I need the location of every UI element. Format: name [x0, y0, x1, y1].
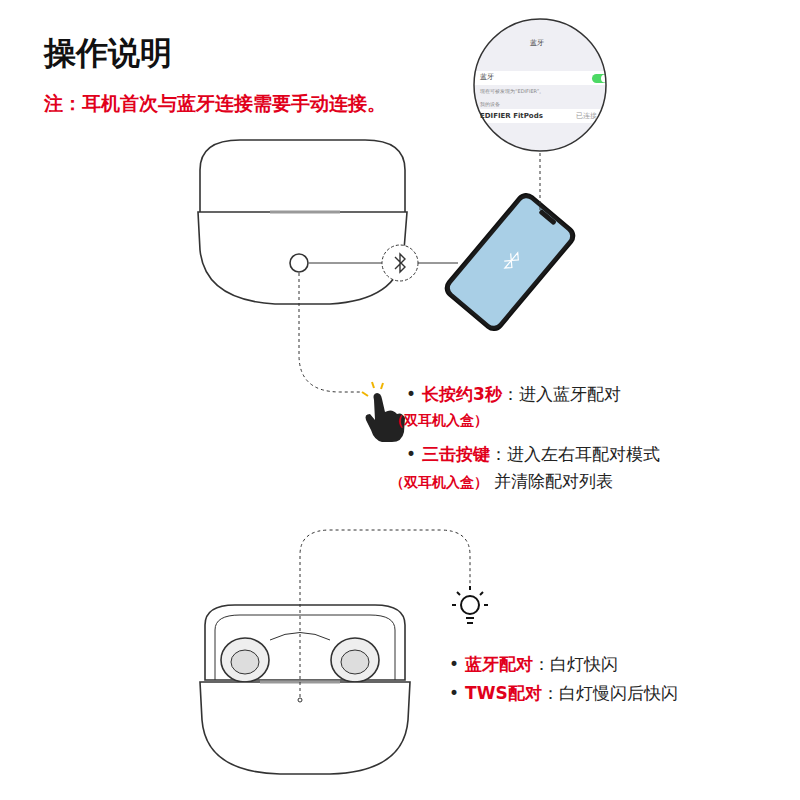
- screen-text: 我的设备: [480, 100, 500, 109]
- earbud-left: [221, 638, 269, 682]
- screen-text: 蓝牙: [530, 39, 544, 48]
- instruction-line: （双耳机入盒）: [390, 409, 488, 431]
- bluetooth-symbol: [382, 245, 418, 281]
- light-icon: [452, 586, 488, 623]
- instruction-line: • TWS配对：白灯慢闪后快闪: [449, 682, 678, 704]
- instruction-text: •: [449, 683, 459, 703]
- instruction-text: ：白灯快闪: [533, 654, 618, 674]
- instruction-text: TWS配对: [465, 683, 542, 703]
- instruction-text: ：白灯慢闪后快闪: [542, 683, 678, 703]
- instruction-text: 长按约3秒: [422, 384, 502, 404]
- instruction-text: 并清除配对列表: [494, 471, 613, 491]
- instruction-text: ：进入左右耳配对模式: [490, 444, 660, 464]
- instruction-line: 注：耳机首次与蓝牙连接需要手动连接。: [44, 92, 386, 114]
- case-lid: [200, 140, 405, 215]
- instruction-line: • 三击按键：进入左右耳配对模式: [406, 443, 660, 465]
- zoom-circle: 蓝牙蓝牙现在可被发现为“EDIFIER”。我的设备EDIFIER FitPods…: [472, 17, 608, 153]
- screen-text: EDIFIER FitPods: [480, 112, 543, 121]
- screen-text: 现在可被发现为“EDIFIER”。: [480, 87, 544, 96]
- button: [290, 254, 308, 272]
- screen-text: 蓝牙: [480, 73, 494, 82]
- case-body: [198, 212, 407, 304]
- earbud-right: [331, 638, 379, 682]
- screen-text: 已连接: [576, 112, 597, 121]
- instruction-line: • 长按约3秒：进入蓝牙配对: [406, 383, 621, 405]
- instruction-text: •: [449, 654, 459, 674]
- instruction-line: • 蓝牙配对：白灯快闪: [449, 653, 618, 675]
- instruction-text: •: [406, 384, 416, 404]
- title: 操作说明: [44, 32, 172, 76]
- zoom-outline: [472, 17, 608, 153]
- instruction-text: ：进入蓝牙配对: [502, 384, 621, 404]
- instruction-text: （双耳机入盒）: [390, 474, 488, 490]
- instruction-text: （双耳机入盒）: [390, 412, 488, 428]
- instruction-text: 蓝牙配对: [465, 654, 533, 674]
- instruction-text: 三击按键: [422, 444, 490, 464]
- instruction-text: •: [406, 444, 416, 464]
- phone: [441, 190, 578, 335]
- instruction-line: （双耳机入盒） 并清除配对列表: [390, 470, 613, 493]
- case-body: [200, 682, 410, 774]
- instruction-text: 注：耳机首次与蓝牙连接需要手动连接。: [44, 92, 386, 114]
